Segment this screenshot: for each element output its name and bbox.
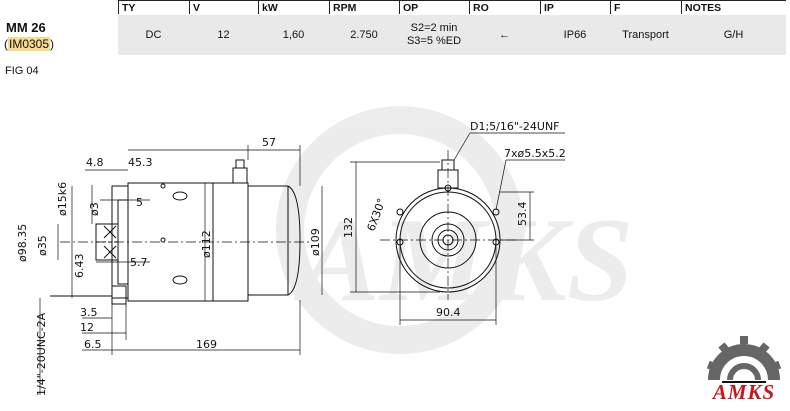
value-v: 12 [217, 28, 230, 41]
dim-90-4: 90.4 [436, 306, 461, 319]
logo-text: AMKS [712, 380, 776, 404]
front-dimensions [350, 132, 565, 325]
value-op-line2: S3=5 %ED [406, 35, 462, 47]
dim-169: 169 [196, 338, 217, 351]
dim-132: 132 [342, 217, 355, 238]
model-name: MM 26 [6, 20, 46, 35]
dim-15k6: ø15k6 [56, 182, 69, 216]
dim-109: ø109 [309, 228, 322, 256]
dim-3: ø3 [88, 202, 101, 216]
header-notes: NOTES [681, 0, 786, 14]
header-ip: IP [540, 0, 610, 14]
side-dimensions [39, 145, 323, 395]
dim-112: ø112 [200, 230, 213, 258]
header-op: OP [399, 0, 469, 14]
motor-side-view [50, 159, 310, 305]
fig-label: FIG 04 [5, 65, 39, 77]
table-value-row: DC 12 1,60 2.750 S2=2 min S3=5 %ED ← IP6… [118, 15, 786, 55]
value-kw: 1,60 [282, 28, 305, 41]
value-rpm: 2.750 [350, 28, 378, 41]
dim-5-7: 5.7 [130, 256, 148, 269]
dim-6-5: 6.5 [84, 338, 102, 351]
dim-thread-side: 1/4"-20UNC-2A [35, 312, 48, 396]
header-ty: TY [118, 0, 189, 14]
value-notes: G/H [723, 28, 744, 41]
dim-35: ø35 [36, 235, 49, 256]
dim-4-8: 4.8 [86, 156, 104, 169]
value-ip: IP66 [563, 28, 587, 41]
dim-5: 5 [136, 196, 143, 209]
header-ro: RO [469, 0, 540, 14]
dim-12: 12 [80, 321, 94, 334]
value-op-line1: S2=2 min [410, 22, 458, 34]
dim-57: 57 [262, 136, 276, 149]
value-f: Transport [622, 28, 669, 41]
dim-d1-thread: D1;5/16"-24UNF [470, 120, 560, 133]
dim-53-4: 53.4 [516, 202, 529, 227]
value-ro: ← [499, 28, 510, 41]
model-code: (IM0305) [4, 37, 55, 51]
svg-text:AMKS: AMKS [293, 193, 634, 326]
header-kw: kW [258, 0, 329, 14]
header-rpm: RPM [329, 0, 399, 14]
model-code-highlight: IM0305 [8, 37, 51, 51]
dim-98-35: ø98.35 [16, 224, 29, 262]
table-header-row: TY V kW RPM OP RO IP F NOTES [0, 0, 790, 14]
dim-7x-holes: 7xø5.5x5.2 [504, 147, 566, 160]
dim-3-5: 3.5 [80, 306, 98, 319]
dim-45-3: 45.3 [128, 156, 153, 169]
value-op: S2=2 min S3=5 %ED [399, 15, 469, 55]
header-f: F [610, 0, 681, 14]
watermark-gear: AMKS [276, 106, 634, 354]
amks-logo: AMKS [700, 328, 788, 408]
header-v: V [189, 0, 258, 14]
value-ty: DC [145, 28, 162, 41]
dim-6-43: 6.43 [73, 254, 86, 279]
gear-icon [706, 336, 782, 383]
